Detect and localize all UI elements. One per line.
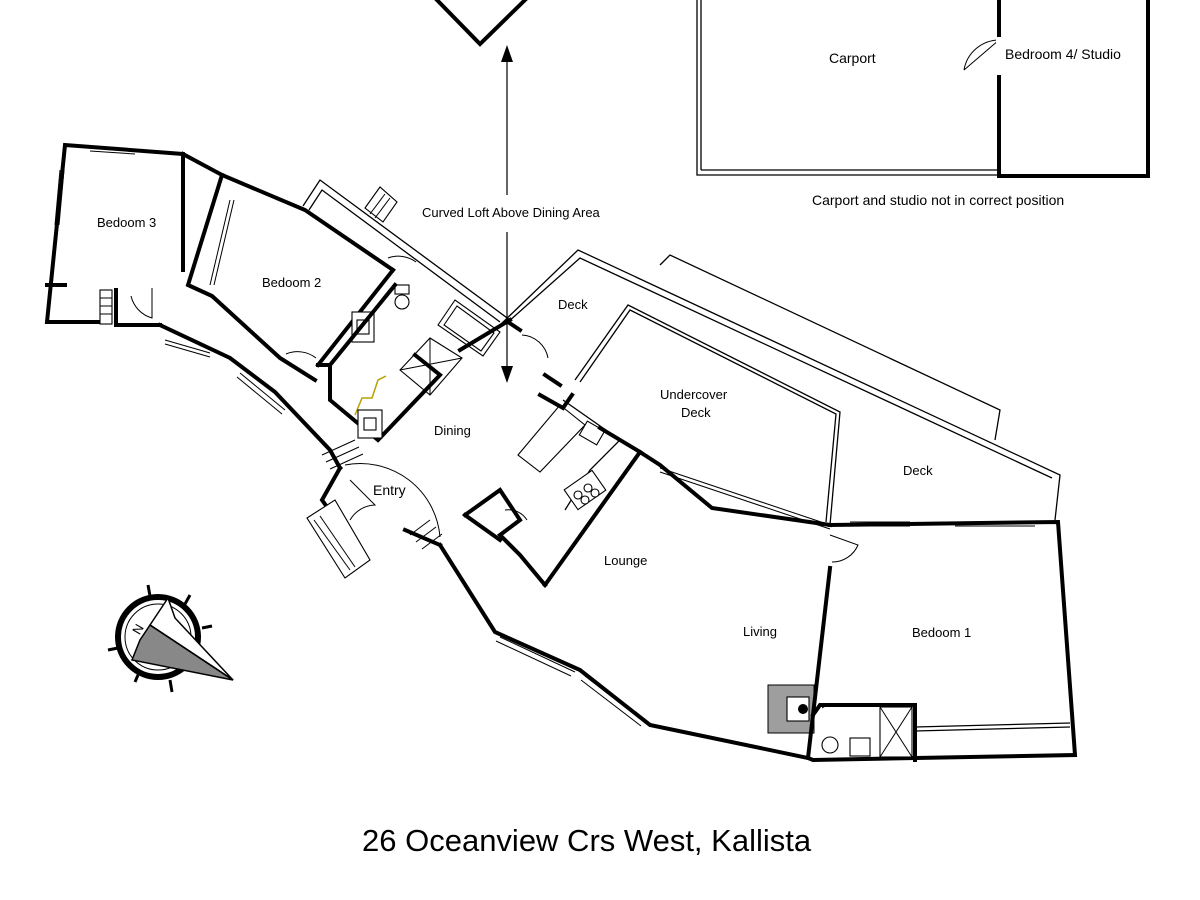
lounge-living-walls: [437, 449, 833, 761]
bedroom2-walls: [180, 151, 396, 383]
bedroom1-label: Bedoom 1: [912, 625, 971, 640]
bedroom2-label: Bedoom 2: [262, 275, 321, 290]
deck-walls: [499, 249, 1061, 530]
carport-note: Carport and studio not in correct positi…: [812, 192, 1064, 208]
deck-right-label: Deck: [903, 463, 933, 478]
bedroom1-walls: [805, 519, 1078, 763]
carport-studio-block: [696, 0, 1150, 178]
living-label: Living: [743, 624, 777, 639]
dining-label: Dining: [434, 423, 471, 438]
bedroom3-walls: [44, 142, 185, 327]
lounge-label: Lounge: [604, 553, 647, 568]
compass-icon: N: [107, 584, 234, 693]
bedroom3-label: Bedoom 3: [97, 215, 156, 230]
entry-label: Entry: [373, 482, 406, 498]
carport-label: Carport: [829, 50, 876, 66]
loft-note: Curved Loft Above Dining Area: [422, 205, 601, 220]
undercover-deck-label-1: Undercover: [660, 387, 728, 402]
loft-arrow: [501, 45, 513, 383]
studio-label: Bedroom 4/ Studio: [1005, 46, 1121, 62]
bathroom-area: [302, 179, 513, 443]
address-title: 26 Oceanview Crs West, Kallista: [362, 823, 812, 858]
deck-top-label: Deck: [558, 297, 588, 312]
dining-entry-kitchen-walls: [157, 322, 643, 588]
top-partial-structure: [434, 0, 528, 47]
undercover-deck-label-2: Deck: [681, 405, 711, 420]
